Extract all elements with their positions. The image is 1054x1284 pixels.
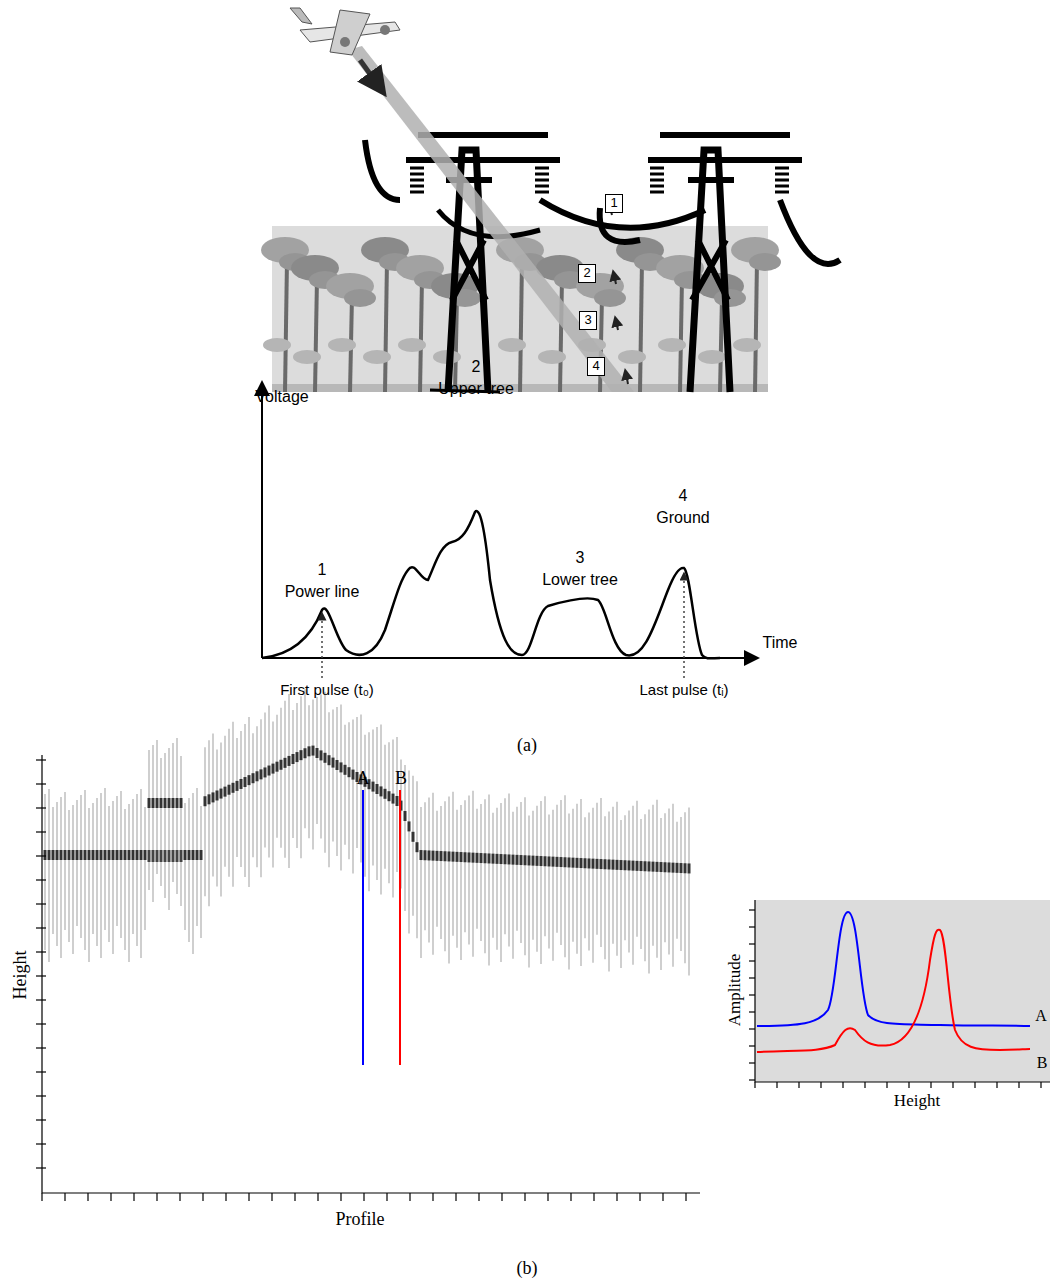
pulse-pointers: [322, 576, 684, 678]
callout-box: 3: [579, 311, 597, 330]
peak-label: Power line: [285, 583, 360, 601]
aircraft: [290, 8, 400, 55]
line-label: A: [357, 768, 370, 789]
callout-number: 3: [580, 312, 596, 327]
callout-number: 2: [579, 265, 595, 280]
waveform-a: [757, 912, 1030, 1026]
peak-label: Upper tree: [438, 380, 514, 398]
beam-arrow: [360, 60, 378, 85]
callout-box: 4: [587, 357, 605, 376]
callout-number: 1: [318, 561, 327, 579]
waveform-b: [757, 930, 1030, 1052]
axis-label: Time: [763, 634, 798, 652]
curve-label: B: [1037, 1054, 1048, 1072]
axis-label: Height: [10, 951, 31, 1000]
peak-label: Ground: [656, 509, 709, 527]
axis-label: Amplitude: [725, 954, 745, 1027]
pulse-label: First pulse (t₀): [280, 681, 374, 698]
pulse-label: Last pulse (tᵢ): [639, 681, 728, 698]
profile-image: [45, 689, 689, 975]
inset-panel: [755, 900, 1050, 1082]
callout-number: 4: [588, 358, 604, 373]
callout-box: 1: [605, 194, 623, 213]
callout-number: 4: [679, 487, 688, 505]
peak-label: Lower tree: [542, 571, 618, 589]
callout-number: 2: [472, 358, 481, 376]
callout-box: 2: [578, 264, 596, 283]
callout-number: 3: [576, 549, 585, 567]
axis-label: Height: [894, 1091, 940, 1111]
inset-axes: [749, 900, 1050, 1088]
line-a: [362, 790, 364, 1065]
panel-label: (b): [517, 1258, 538, 1279]
curve-label: A: [1035, 1007, 1047, 1025]
axis-label: Profile: [336, 1209, 385, 1230]
return-arrows: [609, 204, 628, 384]
waveform-axes: [262, 388, 752, 658]
line-b: [399, 790, 401, 1065]
profile-axes: [36, 755, 700, 1201]
laser-beam: [348, 46, 634, 392]
callout-number: 1: [606, 195, 622, 210]
panel-label: (a): [517, 735, 537, 756]
axis-label: Voltage: [255, 388, 308, 406]
waveform: [262, 511, 720, 658]
line-label: B: [395, 768, 407, 789]
